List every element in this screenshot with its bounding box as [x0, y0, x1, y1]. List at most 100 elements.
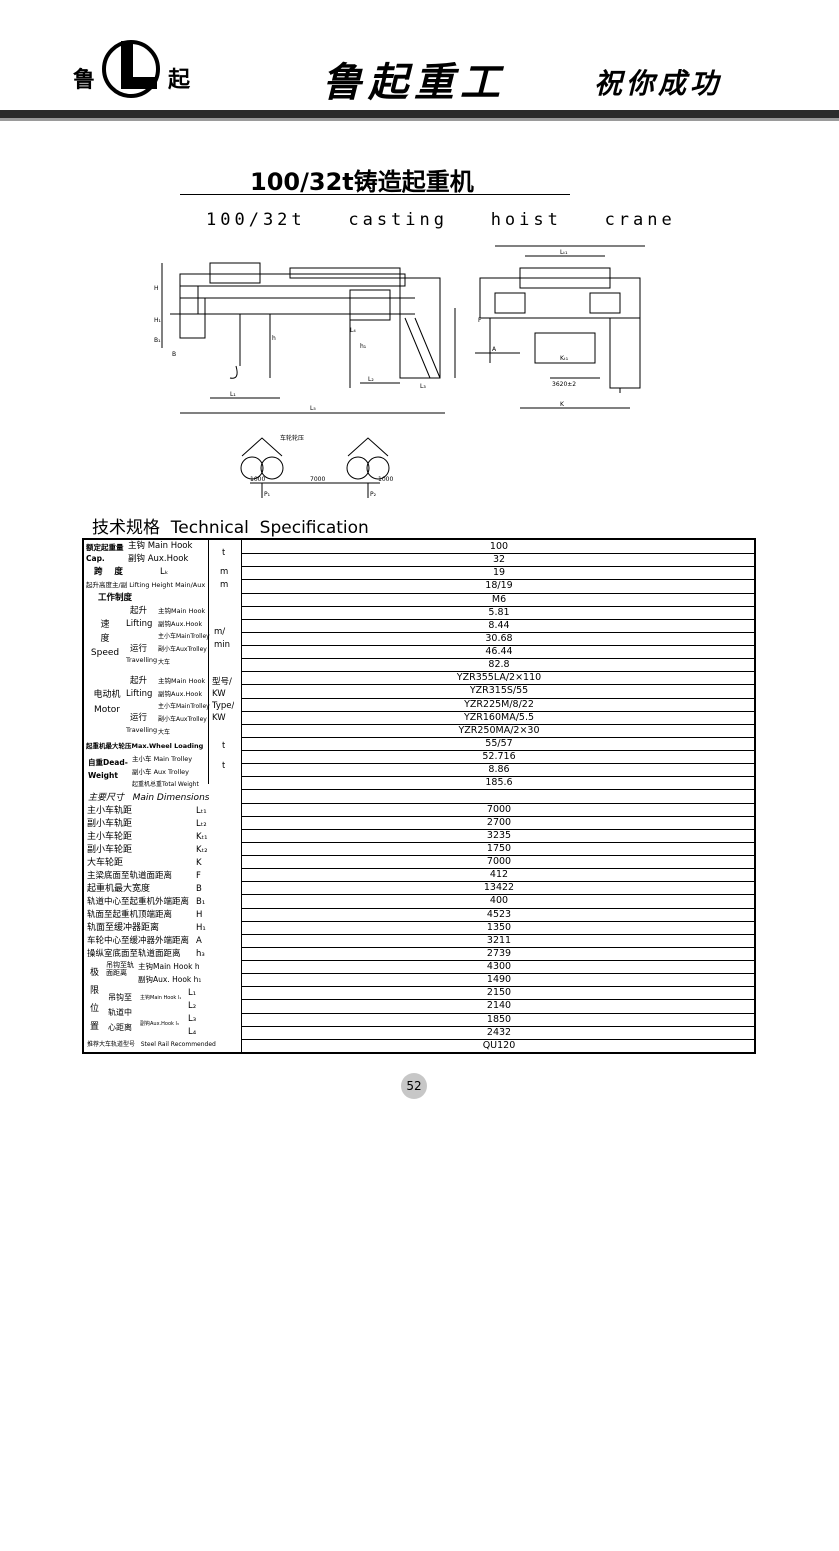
row-divider [241, 828, 754, 830]
label-s-h1: H₁ [196, 923, 206, 933]
drawing-label-lt1: Lₜ₁ [560, 249, 568, 256]
title-underline [180, 194, 570, 195]
label-s-h3: h₃ [196, 949, 205, 959]
row-divider [241, 933, 754, 935]
label-s-b1: B₁ [196, 897, 206, 907]
table-row: 46.44 [84, 645, 754, 658]
value-cell: 1490 [486, 974, 512, 986]
drawing-p2: P₂ [370, 491, 377, 498]
label-main-hook-h: 主钩Main Hook l₁ [140, 995, 182, 1001]
drawing-label-l1: L₁ [230, 391, 236, 398]
label-d-f: 主梁底面至轨道面距离 [87, 871, 173, 881]
col-sep-values [241, 540, 242, 1052]
label-s-kt1: Kₜ₁ [196, 832, 208, 842]
value-cell: 2432 [486, 1026, 512, 1038]
table-row: M6 [84, 592, 754, 606]
value-cell: 4300 [486, 961, 512, 973]
value-cell: 52.716 [482, 751, 516, 763]
label-speed-aux-hook: 副钩Aux.Hook [158, 620, 203, 628]
label-unit-m-lift: m [220, 580, 229, 590]
logo-left-char: 鲁 [73, 67, 96, 93]
table-row: 32 [84, 553, 754, 566]
label-travel-en: Travelling [126, 656, 158, 664]
label-d-kt2: 副小车轮距 [87, 845, 133, 855]
table-row: 1850 [84, 1012, 754, 1026]
value-cell: 7000 [486, 856, 512, 868]
label-s-l2: L₂ [188, 1001, 197, 1011]
value-cell: 13422 [483, 882, 515, 894]
value-cell: YZR250MA/2×30 [458, 724, 540, 736]
label-w-aux-trolley: 副小车 Aux Trolley [132, 768, 190, 776]
label-d-h: 轨面至起重机顶端距离 [87, 910, 173, 920]
crane-drawing: 车轮轮压 1000 7000 1000 P₁ P₂ H H₁ B B₁ h h₁… [154, 245, 645, 498]
row-divider [241, 736, 754, 738]
table-row: 30.68 [84, 631, 754, 645]
page-title-en: 100/32t casting hoist crane [206, 210, 676, 230]
row-divider [241, 894, 754, 896]
label-speed-aux-trolley: 副小车AuxTrolley [158, 646, 207, 653]
table-row: 4523 [84, 907, 754, 921]
drawing-p1: P₁ [264, 491, 271, 498]
drawing-label-l5: L₅ [310, 405, 316, 412]
label-lim-aux: 副钩Aux. Hook h₁ [138, 975, 202, 984]
table-row: 7000 [84, 802, 754, 816]
row-divider [241, 802, 754, 804]
value-cell: YZR355LA/2×110 [456, 672, 542, 684]
value-cell: 5.81 [488, 606, 510, 618]
label-s-l1: L₁ [188, 988, 197, 998]
value-cell: 2140 [486, 1000, 512, 1012]
table-row: 185.6 [84, 776, 754, 789]
row-divider [241, 815, 754, 817]
table-row: 19 [84, 566, 754, 579]
label-motor-lifting-en: Lifting [126, 689, 153, 699]
value-cell: 7000 [486, 803, 512, 815]
row-divider [241, 855, 754, 857]
value-cell: 4523 [486, 908, 512, 920]
drawing-dim-1: 1000 [250, 476, 265, 483]
drawing-dim-2: 7000 [310, 476, 325, 483]
label-lift-height: 起升高度主/副 Lifting Height Main/Aux [86, 581, 206, 589]
table-row: YZR355LA/2×110 [84, 671, 754, 684]
label-span-sym: Lₖ [160, 567, 169, 577]
value-cell: 30.68 [485, 632, 513, 644]
table-row: 400 [84, 894, 754, 907]
drawing-label-a: A [492, 346, 497, 353]
label-s-f: F [196, 871, 201, 881]
label-s-lt1: Lₜ₁ [196, 806, 207, 816]
value-cell: 3211 [486, 934, 512, 946]
table-row: YZR160MA/5.5 [84, 710, 754, 724]
label-d-a: 车轮中心至缓冲器外端距离 [87, 936, 190, 946]
spec-heading: 技术规格 Technical Specification [92, 518, 369, 538]
label-aux-hook-h: 副钩Aux.Hook l₃ [140, 1021, 179, 1027]
label-unit-speed: m/ min [214, 627, 231, 650]
row-divider [241, 1012, 754, 1014]
label-lifting-en: Lifting [126, 619, 153, 629]
drawing-label-3620: 3620±2 [552, 381, 576, 388]
value-cell: 2150 [486, 987, 512, 999]
label-d-kt1: 主小车轮距 [87, 832, 133, 842]
logo-mark: L [101, 38, 161, 100]
table-row: 13422 [84, 881, 754, 894]
value-cell: YZR315S/55 [469, 685, 529, 697]
label-speed-main-trolley: 主小车MainTrolley [158, 633, 210, 640]
label-motor-main-hook: 主钩Main Hook [158, 677, 206, 685]
page-number: 52 [401, 1073, 427, 1099]
row-divider [241, 566, 754, 568]
label-motor-aux-trolley: 副小车AuxTrolley [158, 716, 207, 723]
row-divider [241, 671, 754, 673]
value-cell: 400 [489, 895, 509, 907]
drawing-label-wheel-pressure: 车轮轮压 [280, 434, 304, 442]
label-dead-weight: 自重Dead- Weight [88, 758, 128, 780]
label-d-lt1: 主小车轨距 [87, 806, 133, 816]
slogan: 祝你成功 [594, 67, 723, 100]
label-duty: 工作制度 [98, 593, 133, 603]
table-row: 2739 [84, 946, 754, 960]
value-cell: 46.44 [485, 646, 513, 658]
row-divider [241, 553, 754, 555]
table-row: YZR250MA/2×30 [84, 723, 754, 737]
table-row: 1350 [84, 920, 754, 934]
drawing-dim-3: 1000 [378, 476, 393, 483]
row-divider [241, 697, 754, 699]
header-band-light [0, 118, 839, 121]
